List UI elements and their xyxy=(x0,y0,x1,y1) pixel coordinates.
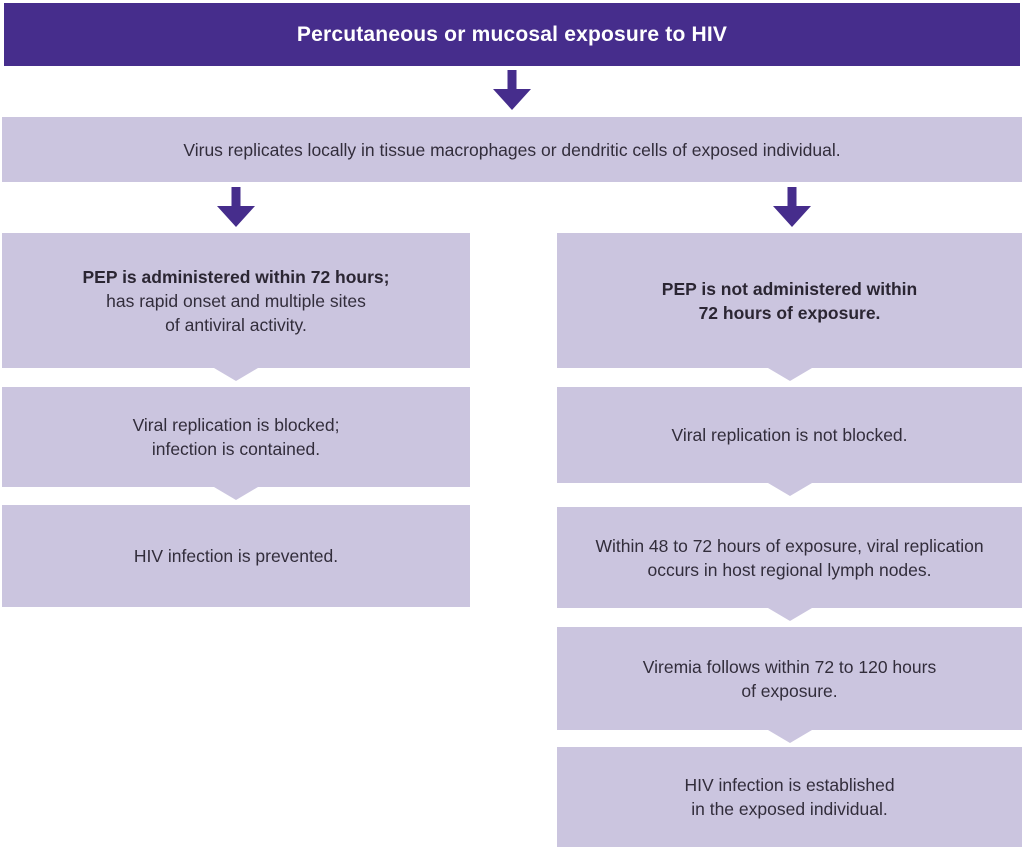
connector-notch-icon xyxy=(767,608,812,621)
flow-box-text: Viral replication is not blocked. xyxy=(671,425,908,445)
down-arrow-icon xyxy=(773,187,811,227)
flow-box-replication-blocked: Viral replication is blocked; infection … xyxy=(2,387,470,500)
flow-box-text: PEP is administered within 72 hours; xyxy=(82,266,390,287)
down-arrow-icon xyxy=(217,187,255,227)
connector-notch-icon xyxy=(214,368,258,381)
flow-box-text: HIV infection is prevented. xyxy=(133,546,339,566)
connector-notch-icon xyxy=(767,368,812,381)
flow-box-text: PEP is not administered within xyxy=(661,278,918,299)
flow-box-replication-not-blocked: Viral replication is not blocked. xyxy=(557,387,1022,496)
flow-box-text: occurs in host regional lymph nodes. xyxy=(647,559,932,580)
flow-box-lymph-node-replication: Within 48 to 72 hours of exposure, viral… xyxy=(557,507,1022,621)
flow-box-text: Virus replicates locally in tissue macro… xyxy=(183,139,841,160)
connector-notch-icon xyxy=(767,483,812,496)
flow-box-infection-prevented: HIV infection is prevented. xyxy=(2,505,470,607)
flow-box-text: has rapid onset and multiple sites xyxy=(106,290,366,311)
flow-box-text: Viremia follows within 72 to 120 hours xyxy=(642,656,937,677)
flow-box-text: of antiviral activity. xyxy=(165,314,307,335)
down-arrow-icon xyxy=(493,70,531,110)
flow-box-text: in the exposed individual. xyxy=(691,799,888,819)
flow-box-text: Within 48 to 72 hours of exposure, viral… xyxy=(595,535,984,556)
flow-box-infection-established: HIV infection is established in the expo… xyxy=(557,747,1022,847)
flow-box-pep-administered: PEP is administered within 72 hours; has… xyxy=(2,233,470,381)
flow-box-viremia: Viremia follows within 72 to 120 hours o… xyxy=(557,627,1022,743)
flow-box-text: infection is contained. xyxy=(151,439,321,459)
flow-box-text: Viral replication is blocked; xyxy=(132,415,340,435)
flowchart-title: Percutaneous or mucosal exposure to HIV xyxy=(296,22,728,46)
flow-box-virus-replicates: Virus replicates locally in tissue macro… xyxy=(2,117,1022,182)
flow-box-text: of exposure. xyxy=(741,680,838,701)
flow-box-text: HIV infection is established xyxy=(684,775,895,795)
connector-notch-icon xyxy=(767,730,812,743)
title-banner: Percutaneous or mucosal exposure to HIV xyxy=(4,3,1020,66)
flow-box-text: 72 hours of exposure. xyxy=(698,302,881,323)
connector-notch-icon xyxy=(214,487,258,500)
flow-box-pep-not-administered: PEP is not administered within 72 hours … xyxy=(557,233,1022,381)
